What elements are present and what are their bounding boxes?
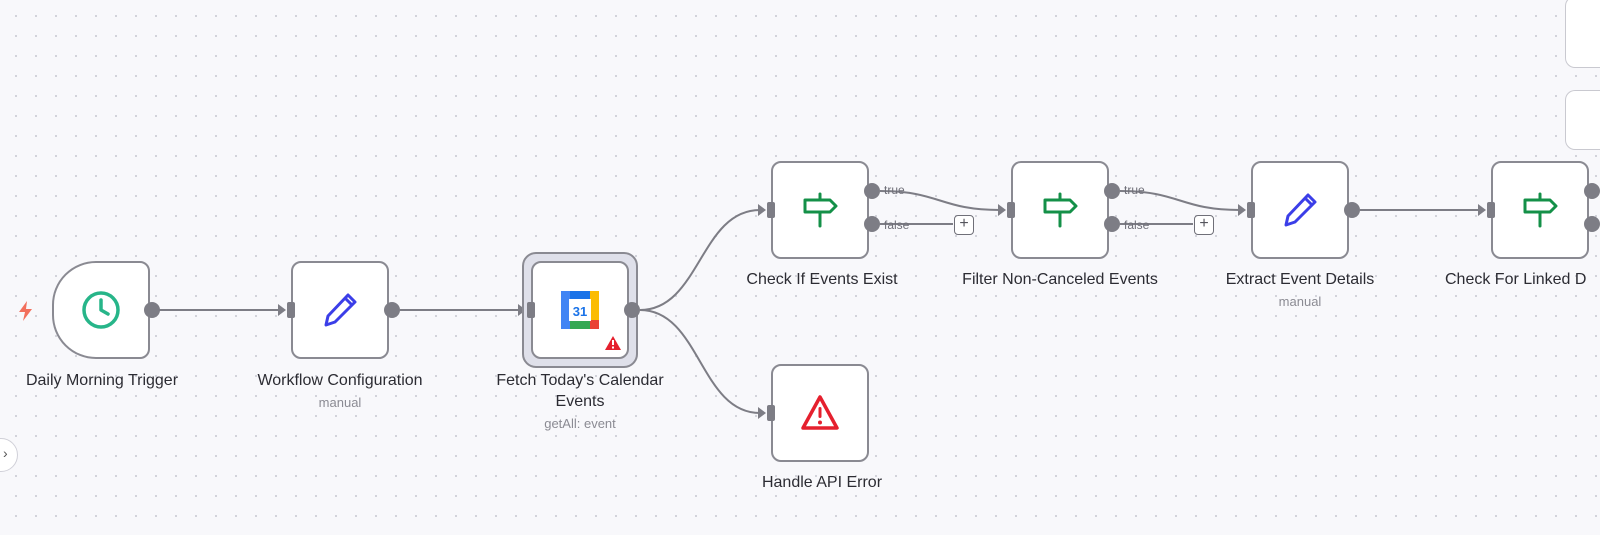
output-handle-false[interactable] — [1104, 216, 1120, 232]
lightning-icon — [19, 301, 32, 321]
node-check-if-events-exist[interactable] — [771, 161, 869, 259]
node-label: Handle API Error — [761, 474, 883, 491]
chevron-right-icon: › — [3, 445, 8, 461]
node-label: Filter Non-Canceled Events — [962, 271, 1158, 288]
offscreen-node[interactable] — [1565, 0, 1600, 68]
node-check-for-linked[interactable] — [1491, 161, 1589, 259]
branch-false-label: false — [884, 218, 910, 232]
signpost-icon — [803, 192, 838, 228]
arrow-error — [758, 407, 766, 419]
node-label: Daily Morning Trigger — [25, 372, 179, 389]
node-label: Check If Events Exist — [746, 271, 898, 288]
node-extract-event-details[interactable] — [1251, 161, 1349, 259]
edge-check-true-filter[interactable] — [879, 190, 1001, 211]
google-calendar-icon: 31 — [561, 291, 599, 329]
node-label: Fetch Today's Calendar Events — [470, 370, 690, 412]
pencil-icon — [324, 293, 357, 327]
input-handle[interactable] — [1487, 202, 1495, 218]
node-label: Extract Event Details — [1225, 271, 1375, 288]
node-sublabel: getAll: event — [544, 416, 616, 431]
node-handle-api-error[interactable] — [771, 364, 869, 462]
input-handle[interactable] — [527, 302, 535, 318]
node-filter-non-canceled-events[interactable] — [1011, 161, 1109, 259]
warning-icon[interactable] — [604, 335, 622, 351]
edge-filter-true-extract[interactable] — [1119, 190, 1241, 211]
output-handle-false[interactable] — [1584, 216, 1600, 232]
branch-true-label: true — [884, 183, 905, 197]
input-handle[interactable] — [1247, 202, 1255, 218]
node-daily-morning-trigger[interactable] — [52, 261, 150, 359]
node-label: Workflow Configuration — [257, 372, 423, 389]
arrow-config — [278, 304, 286, 316]
output-handle[interactable] — [144, 302, 160, 318]
arrow-check — [758, 204, 766, 216]
output-handle-true[interactable] — [1584, 183, 1600, 199]
node-label: Check For Linked D — [1445, 271, 1587, 288]
input-handle[interactable] — [287, 302, 295, 318]
node-workflow-configuration[interactable] — [291, 261, 389, 359]
node-label-text: Fetch Today's Calendar Events — [496, 372, 664, 410]
output-handle-false[interactable] — [864, 216, 880, 232]
output-handle-true[interactable] — [1104, 183, 1120, 199]
output-handle[interactable] — [1344, 202, 1360, 218]
add-node-button[interactable]: + — [954, 215, 974, 235]
input-handle[interactable] — [767, 202, 775, 218]
input-handle[interactable] — [767, 405, 775, 421]
signpost-icon — [1043, 192, 1078, 228]
pencil-icon — [1284, 193, 1317, 227]
edge-fetch-check[interactable] — [639, 209, 761, 311]
node-fetch-calendar-events[interactable]: 31 — [531, 261, 629, 359]
output-handle-true[interactable] — [864, 183, 880, 199]
node-sublabel: manual — [1278, 294, 1322, 309]
offscreen-node[interactable] — [1565, 90, 1600, 150]
warning-icon — [801, 395, 839, 430]
output-handle[interactable] — [384, 302, 400, 318]
node-sublabel: manual — [318, 395, 362, 410]
signpost-icon — [1523, 192, 1558, 228]
arrow-linked — [1478, 204, 1486, 216]
output-handle[interactable] — [624, 302, 640, 318]
input-handle[interactable] — [1007, 202, 1015, 218]
edge-fetch-error[interactable] — [639, 309, 761, 414]
arrow-filter — [998, 204, 1006, 216]
add-node-button[interactable]: + — [1194, 215, 1214, 235]
calendar-day: 31 — [573, 304, 587, 319]
arrow-extract — [1238, 204, 1246, 216]
branch-false-label: false — [1124, 218, 1150, 232]
clock-icon — [82, 291, 120, 329]
branch-true-label: true — [1124, 183, 1145, 197]
